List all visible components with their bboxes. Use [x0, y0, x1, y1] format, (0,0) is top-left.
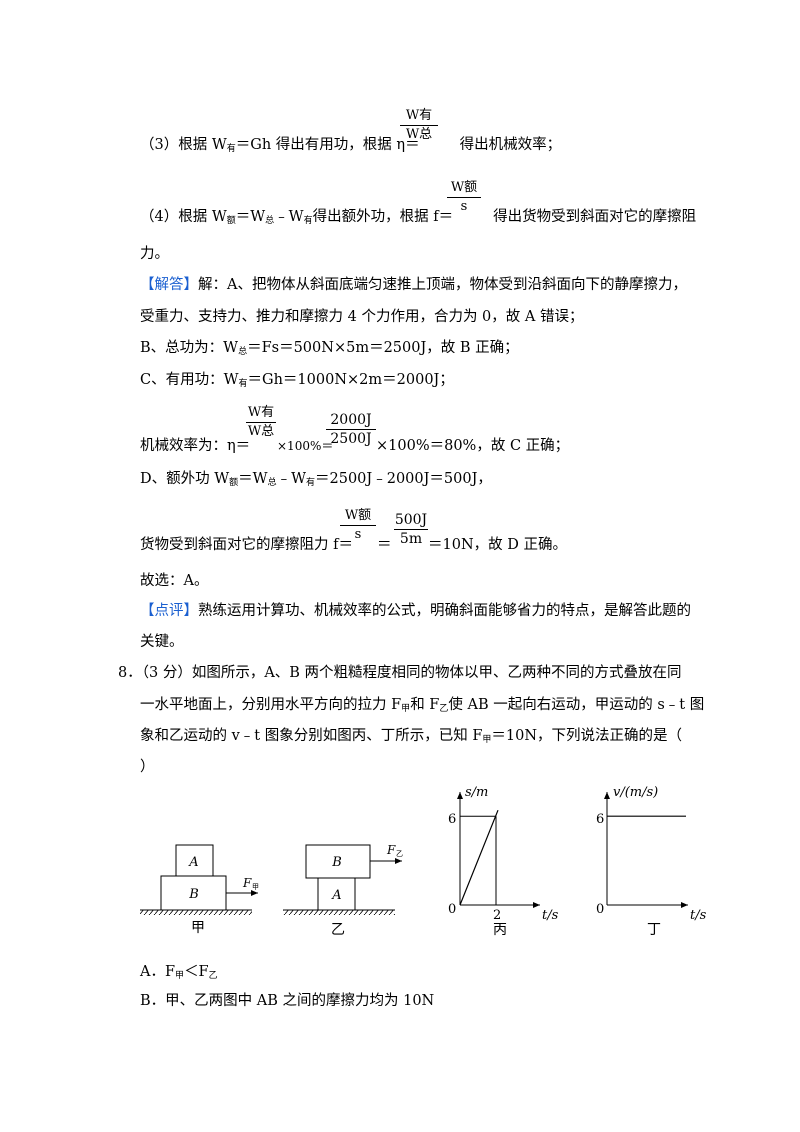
ding-ytick-6: 6 [596, 812, 604, 827]
step-4-cont: 力。 [140, 246, 169, 262]
yi-caption: 乙 [331, 922, 345, 938]
q8-line2: 一水平地面上，分别用水平方向的拉力 F甲和 F乙使 AB 一起向右运动，甲运动的… [140, 697, 705, 714]
answer-f-pre: 货物受到斜面对它的摩擦阻力 f＝ [140, 537, 353, 553]
ding-x-label: t/s [690, 908, 707, 923]
q8-figures: A B F 甲 甲 B A F 乙 乙 s/m 6 0 2 t/s 丙 [140, 785, 707, 938]
q8-line4: ） [140, 759, 155, 775]
answer-eff-pre: 机械效率为：η＝ [140, 438, 251, 454]
bing-xtick-2: 2 [493, 908, 501, 923]
chart-ding: v/(m/s) 6 0 t/s 丁 [596, 785, 707, 938]
ding-x-arrow [681, 902, 688, 908]
jia-label-a: A [188, 855, 198, 870]
step-3: （3）根据 W有＝Gh 得出有用功，根据 η＝得出机械效率； [140, 137, 562, 154]
yi-force-label: F [386, 843, 396, 857]
answer-eff-mid: ×100%＝ [277, 439, 334, 453]
jia-block-a [175, 844, 214, 877]
bing-y-label: s/m [465, 785, 488, 800]
q8-line3: 象和乙运动的 v﹣t 图象分别如图丙、丁所示，已知 F甲＝10N，下列说法正确的… [140, 728, 683, 745]
answer-eff-post: ×100%＝80%，故 C 正确； [376, 438, 570, 454]
q8-line1: 8．（3 分）如图所示，A、B 两个粗糙程度相同的物体以甲、乙两种不同的方式叠放… [118, 665, 682, 681]
bing-y-arrow [457, 792, 463, 799]
q8-number: 8． [118, 665, 142, 681]
answer-d: D、额外功 W额＝W总﹣W有＝2500J﹣2000J＝500J， [140, 471, 492, 488]
bing-caption: 丙 [493, 922, 507, 938]
answer-b: B、总功为：W总＝Fs＝500N×5m＝2500J，故 B 正确； [140, 340, 519, 357]
ding-y-arrow [604, 792, 610, 799]
yi-label-a: A [331, 888, 341, 903]
bing-x-arrow [533, 902, 540, 908]
figure-jia: A B F 甲 甲 [140, 844, 259, 936]
jia-force-sub: 甲 [252, 883, 259, 891]
figure-yi: B A F 乙 乙 [283, 843, 403, 938]
bing-x-label: t/s [542, 908, 559, 923]
answer-f-post: ＝10N，故 D 正确。 [428, 537, 567, 553]
option-a[interactable]: A．F甲＜F乙 [140, 964, 218, 981]
bing-ytick-6: 6 [448, 812, 456, 827]
ding-caption: 丁 [647, 922, 661, 938]
yi-label-b: B [331, 855, 342, 870]
ding-origin: 0 [596, 902, 604, 917]
jia-caption: 甲 [191, 920, 205, 936]
answer-a2: 受重力、支持力、推力和摩擦力 4 个力作用，合力为 0，故 A 错误； [140, 309, 584, 325]
ding-y-label: v/(m/s) [613, 785, 658, 800]
comment-l2: 关键。 [140, 634, 184, 650]
yi-force-sub: 乙 [396, 850, 403, 858]
comment-tag: 【点评】 [140, 603, 198, 619]
chart-bing: s/m 6 0 2 t/s 丙 [448, 785, 559, 938]
yi-arrowhead [395, 858, 402, 864]
jia-ground-hatch [140, 910, 252, 915]
jia-label-b: B [188, 887, 199, 902]
answer-choose: 故选：A。 [140, 573, 209, 589]
comment-l1: 【点评】熟练运用计算功、机械效率的公式，明确斜面能够省力的特点，是解答此题的 [140, 603, 691, 619]
step-4: （4）根据 W额＝W总﹣W有得出额外功，根据 f＝得出货物受到斜面对它的摩擦阻 [140, 209, 697, 226]
answer-f-eq: ＝ [377, 537, 392, 553]
jia-arrowhead [251, 890, 258, 896]
option-b[interactable]: B．甲、乙两图中 AB 之间的摩擦力均为 10N [140, 993, 435, 1009]
bing-series-line [459, 809, 499, 906]
yi-ground-hatch [283, 910, 395, 915]
bing-origin: 0 [448, 902, 456, 917]
answer-c: C、有用功：W有＝Gh＝1000N×2m＝2000J； [140, 372, 454, 389]
answer-a1: 【解答】解：A、把物体从斜面底端匀速推上顶端，物体受到沿斜面向下的静摩擦力， [140, 277, 687, 293]
answer-tag: 【解答】 [140, 277, 198, 293]
jia-force-label: F [242, 876, 252, 890]
